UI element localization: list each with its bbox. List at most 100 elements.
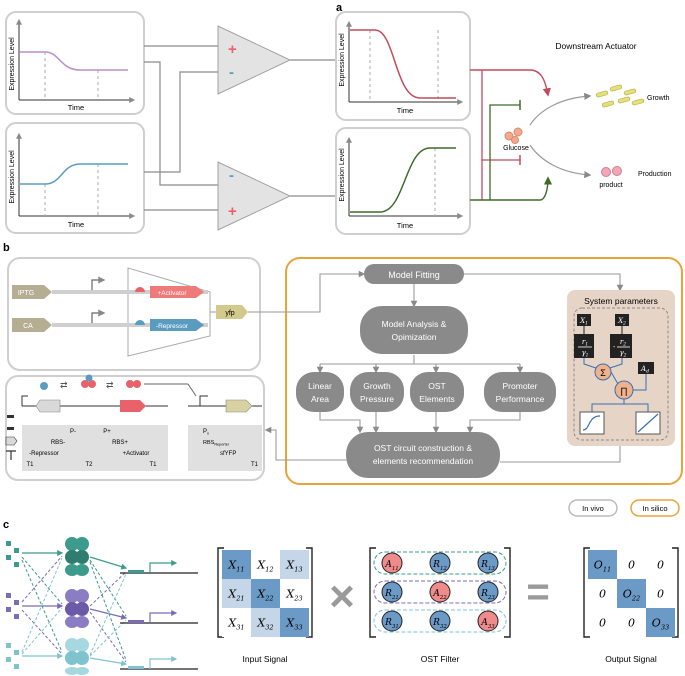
input-cell — [222, 608, 251, 637]
input-cell — [251, 550, 280, 579]
input-curve-1 — [20, 51, 128, 71]
comparator-bottom: - + — [217, 161, 292, 231]
yfp-label: yfp — [225, 310, 234, 317]
output-plot-1: Expression Level Time — [335, 11, 471, 121]
matrix-cell-label: 0 — [599, 588, 606, 601]
svg-text:Model Analysis &: Model Analysis & — [382, 319, 447, 329]
ost-filter-label: OST Filter — [421, 654, 460, 664]
svg-text:⇄: ⇄ — [106, 380, 114, 390]
filter-cell — [381, 552, 403, 574]
ca-tag — [12, 318, 44, 332]
matrix-cell-label: A22 — [432, 589, 447, 601]
svg-text:OST circuit construction &: OST circuit construction & — [374, 443, 472, 453]
multiply-sign: × — [329, 572, 355, 621]
tbl-t2: T2 — [85, 462, 93, 468]
growth-label: Growth — [647, 95, 670, 102]
panel-a-connectors — [144, 45, 336, 211]
svg-text:In silico: In silico — [642, 504, 667, 513]
svg-text:Growth: Growth — [363, 381, 391, 391]
matrix-cell-label: 0 — [657, 588, 664, 601]
system-parameters-panel: System parameters X1 X2 r1 γ1 - r2 γ2 Σ … — [567, 290, 675, 446]
xlabel-1: Time — [68, 103, 84, 112]
panel-c-label: c — [3, 519, 9, 531]
tbl-p-minus: P- — [70, 429, 76, 435]
input-cell — [251, 579, 280, 608]
filter-cell — [477, 552, 499, 574]
ylabel-4: Expression Level — [339, 148, 346, 202]
output-cell — [646, 608, 675, 637]
system-params-title: System parameters — [584, 296, 658, 306]
xlabel-4: Time — [397, 221, 413, 230]
xlabel-3: Time — [397, 106, 413, 115]
linear-area-node: Linear Area — [296, 372, 344, 412]
svg-text:Opimization: Opimization — [392, 332, 437, 342]
matrix-cell-label: X12 — [256, 559, 273, 574]
tbl-rbs-reporter: RBSReporter — [203, 440, 230, 447]
matrix-cell-label: X23 — [285, 588, 302, 603]
param-x1: X1 — [579, 317, 588, 327]
param-r2: r2 — [620, 338, 626, 348]
prod-symbol: ∏ — [620, 386, 627, 397]
param-r1: r1 — [582, 338, 588, 348]
comparator-top: + - — [217, 25, 292, 95]
iptg-label: IPTG — [18, 290, 34, 297]
tbl-t1: T1 — [26, 462, 34, 468]
recommendation-node: OST circuit construction & elements reco… — [346, 432, 500, 478]
matrix-cell-label: 0 — [628, 617, 635, 630]
matrix-cell-label: 0 — [657, 559, 664, 572]
tbl-repressor: -Repressor — [29, 451, 59, 457]
tbl-rbs-plus: RBS+ — [112, 440, 128, 446]
matrix-cell-label: X13 — [285, 559, 302, 574]
ylabel-2: Expression Level — [9, 150, 16, 204]
promoter-performance-node: Promoter Performance — [484, 372, 556, 412]
plus-sign-top: + — [228, 41, 237, 58]
legend-in-silico: In silico — [630, 499, 680, 517]
svg-text:elements recommendation: elements recommendation — [373, 456, 473, 466]
ylabel-1: Expression Level — [9, 37, 16, 91]
filter-cell — [477, 581, 499, 603]
filter-cell — [429, 610, 451, 632]
glucose-label: Glucose — [503, 145, 529, 152]
panel-b-label: b — [3, 242, 10, 254]
svg-text:Area: Area — [311, 394, 329, 404]
activator-label: +Activator — [157, 290, 187, 297]
filter-cell — [381, 581, 403, 603]
matrix-cell-label: R12 — [432, 560, 447, 572]
input-curve-2 — [20, 163, 128, 185]
tbl-activator: +Activator — [123, 451, 150, 457]
param-g1: γ1 — [581, 349, 588, 359]
input-cell — [222, 579, 251, 608]
bacteria-icon — [595, 84, 645, 108]
matrix-cell-label: A11 — [384, 560, 398, 572]
matrix-cell-label: 0 — [628, 559, 635, 572]
svg-text:Promoter: Promoter — [503, 381, 538, 391]
matrix-cell-label: X33 — [285, 617, 302, 632]
svg-text:Pressure: Pressure — [360, 394, 394, 404]
svg-text:Model Fitting: Model Fitting — [388, 270, 440, 280]
input-cell — [280, 579, 309, 608]
model-fitting-node: Model Fitting — [364, 264, 464, 284]
ost-elements-node: OST Elements — [410, 372, 464, 412]
model-analysis-node: Model Analysis & Opimization — [360, 306, 468, 354]
param-g2: γ2 — [619, 349, 626, 359]
svg-text:Elements: Elements — [419, 394, 454, 404]
matrix-cell-label: O22 — [623, 588, 640, 603]
ost-network-illustration — [6, 537, 198, 675]
param-ad: Ad — [640, 365, 649, 375]
matrix-cell-label: R31 — [384, 618, 399, 630]
equals-sign: = — [526, 570, 549, 614]
minus-sign-top: - — [229, 64, 234, 81]
in-vivo-construct: IPTG CA +Activator -Repressor yfp — [7, 257, 261, 371]
matrix-cell-label: X31 — [227, 617, 244, 632]
panel-a-label: a — [336, 2, 343, 14]
input-cell — [251, 608, 280, 637]
input-plot-2: Expression Level Time — [5, 122, 145, 234]
genetic-circuit-table: ⇄ ⇄ P- P+ RBS- RBS+ -Repressor +Activato… — [5, 374, 265, 481]
production-label: Production — [638, 171, 672, 178]
input-plot-1: Expression Level Time — [5, 11, 145, 115]
output-cell — [617, 579, 646, 608]
legend-in-vivo: In vivo — [568, 499, 618, 517]
filter-cell — [429, 552, 451, 574]
